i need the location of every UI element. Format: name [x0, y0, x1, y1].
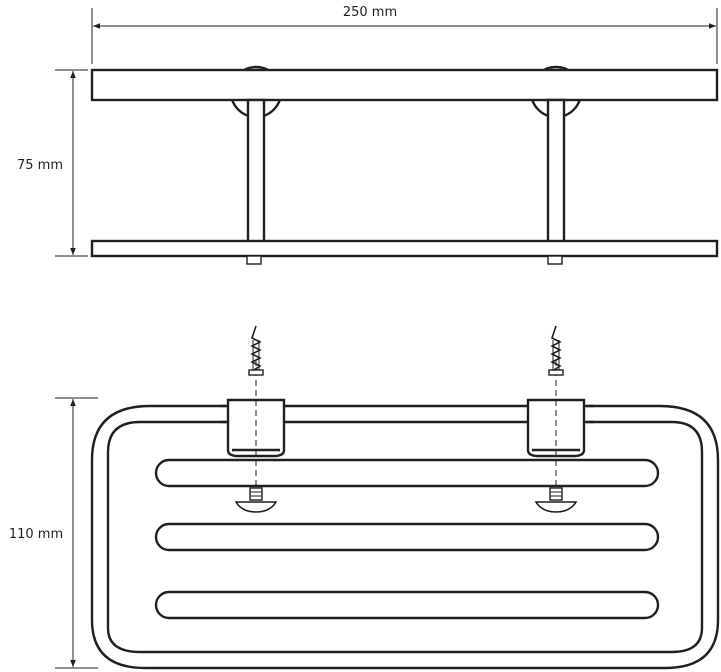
height-dimension-label: 75 mm — [17, 158, 63, 173]
basket-slot-2 — [154, 522, 660, 552]
top-rail — [90, 68, 719, 102]
basket-outer-frame — [90, 404, 720, 670]
bottom-tray-side — [90, 239, 719, 258]
set-screw-left — [234, 487, 278, 513]
basket-inner-frame — [106, 420, 704, 654]
mount-bracket-right — [526, 398, 594, 458]
front-view: 250 mm 75 mm — [17, 5, 719, 265]
wall-screw-right — [548, 325, 564, 376]
wall-screw-left — [248, 325, 264, 376]
set-screw-right — [534, 487, 578, 513]
support-post-right — [546, 98, 566, 244]
depth-dimension-label: 110 mm — [9, 527, 63, 542]
width-dimension: 250 mm — [91, 5, 718, 64]
height-dimension: 75 mm — [17, 69, 88, 257]
top-view: 110 mm — [9, 325, 720, 670]
screw-head-left — [246, 255, 262, 265]
screw-head-right — [547, 255, 563, 265]
basket-slot-3 — [154, 590, 660, 620]
mount-bracket-left — [220, 398, 286, 458]
support-post-left — [246, 98, 266, 244]
basket-slot-1 — [154, 458, 660, 488]
depth-dimension: 110 mm — [9, 397, 98, 669]
width-dimension-label: 250 mm — [343, 5, 397, 20]
